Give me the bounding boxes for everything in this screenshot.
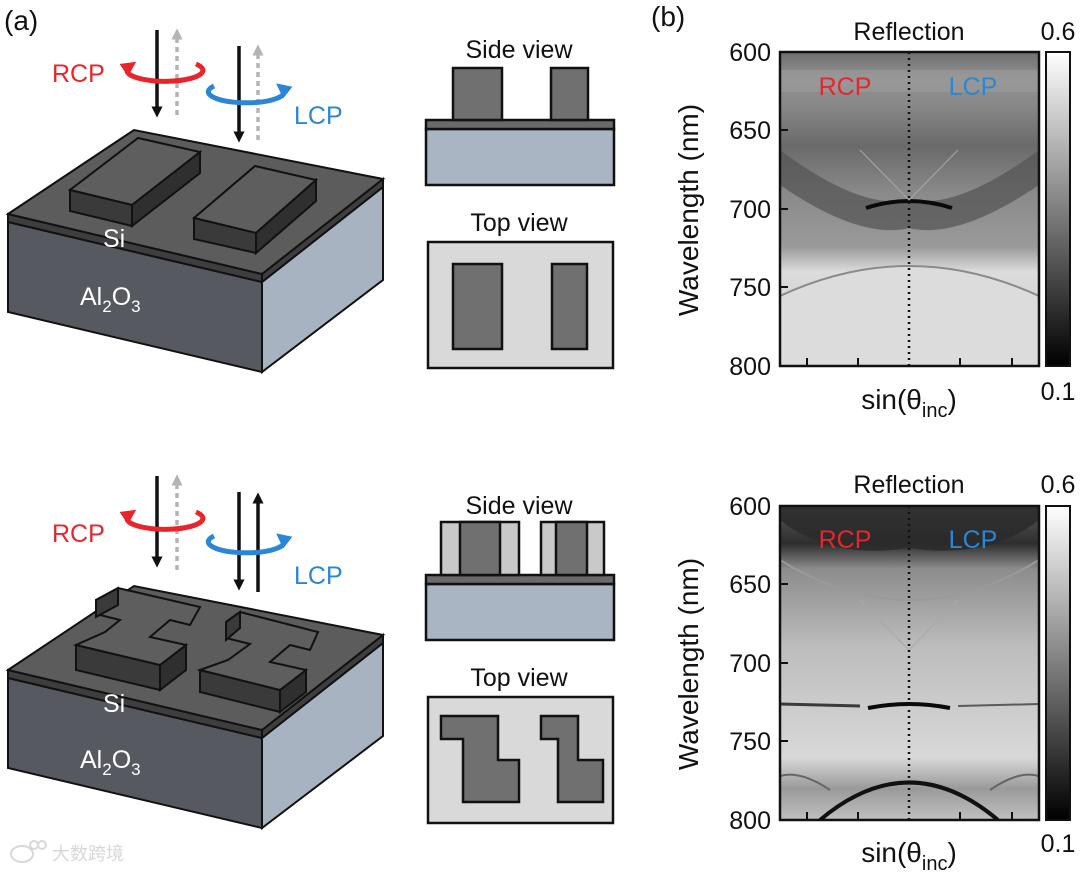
map-2-xlabel: sin(θinc) [861, 837, 957, 873]
panel-a-label: (a) [4, 5, 38, 36]
reflection-map-2: Reflection RCP LCP 600 650 700 750 800 W… [673, 471, 1075, 873]
rcp-label-2: RCP [52, 520, 105, 548]
lcp-rotation-icon-2 [205, 533, 293, 556]
map-2-yticks: 600 650 700 750 800 [729, 493, 1013, 835]
top-view-title: Top view [470, 209, 568, 237]
lcp-label-2: LCP [294, 562, 343, 590]
map-1-cbar-min: 0.1 [1041, 378, 1076, 406]
map-1-ylabel: Wavelength (nm) [673, 104, 704, 316]
map-1-ytick-600: 600 [729, 39, 771, 67]
map-2-title: Reflection [853, 471, 964, 499]
map-1-ytick-750: 750 [729, 274, 771, 302]
z-top-view-2 [539, 714, 605, 804]
watermark-text: 大数跨境 [52, 844, 124, 864]
map-2-rcp-label: RCP [819, 526, 872, 554]
map-1-colorbar [1045, 51, 1071, 367]
map-1-rcp-label: RCP [819, 73, 872, 101]
bar-2-side [255, 177, 317, 256]
map-2-ytick-600: 600 [729, 493, 771, 521]
side-view-z: Side view [424, 492, 616, 642]
lcp-label: LCP [294, 102, 343, 130]
si-label: Si [103, 225, 125, 253]
si-label-2: Si [103, 690, 125, 718]
resonance-700nm [865, 199, 953, 210]
map-1-ytick-650: 650 [729, 117, 771, 145]
map-1-ytick-800: 800 [729, 353, 771, 381]
map-2-lcp-label: LCP [949, 526, 998, 554]
map-2-ytick-700: 700 [729, 650, 771, 678]
map-2-ytick-650: 650 [729, 571, 771, 599]
top-view-title-2: Top view [470, 664, 568, 692]
weibo-logo-icon [10, 840, 47, 863]
bar-1-side [131, 149, 201, 229]
map-2-ytick-800: 800 [729, 807, 771, 835]
map-1-title: Reflection [853, 18, 964, 46]
lcp-rotation-icon [205, 83, 293, 106]
map-1-cbar-max: 0.6 [1041, 18, 1076, 46]
rcp-rotation-icon-2 [119, 509, 206, 532]
map-2-cbar-min: 0.1 [1041, 830, 1076, 858]
top-view-z: Top view [426, 664, 615, 825]
top-view-rect: Top view [426, 209, 615, 370]
map-2-colorbar [1045, 505, 1071, 821]
map-2-cbar-max: 0.6 [1041, 471, 1076, 499]
side-view-rect: Side view [424, 36, 616, 187]
watermark: 大数跨境 [10, 840, 124, 864]
schematic-rect-bars: Si Al2O3 RCP LCP [5, 28, 386, 375]
map-1-lcp-label: LCP [949, 73, 998, 101]
side-view-title-2: Side view [466, 492, 574, 520]
rcp-rotation-icon [119, 61, 206, 84]
z-top-view-1 [439, 714, 521, 804]
map-1-ytick-700: 700 [729, 196, 771, 224]
side-view-title: Side view [466, 36, 574, 64]
map-1-yticks: 600 650 700 750 800 [729, 39, 1013, 381]
map-2-ytick-750: 750 [729, 728, 771, 756]
panel-b-label: (b) [651, 1, 685, 32]
reflection-map-1: Reflection RCP LCP 600 650 700 750 800 W… [673, 18, 1075, 422]
al2o3-label-2: Al2O3 [80, 746, 141, 779]
rcp-label: RCP [52, 60, 105, 88]
al2o3-label: Al2O3 [80, 283, 141, 316]
schematic-z-bars: Si Al2O3 RCP LCP [5, 474, 386, 831]
map-2-ylabel: Wavelength (nm) [673, 558, 704, 770]
map-1-xlabel: sin(θinc) [861, 384, 957, 422]
